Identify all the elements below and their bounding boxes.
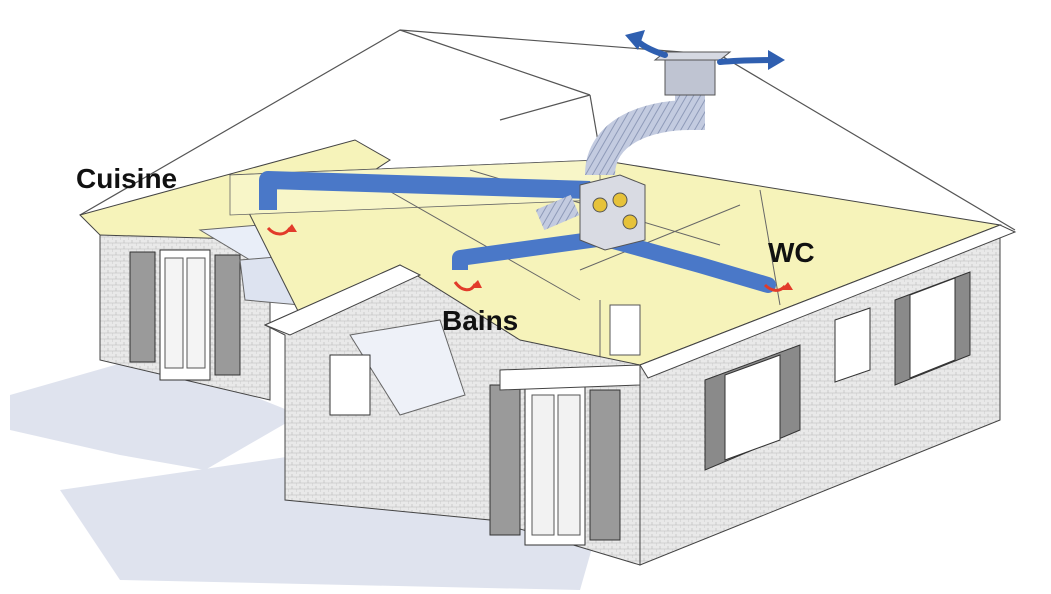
exhaust-arrows	[625, 30, 785, 70]
front-wing	[263, 264, 641, 566]
label-wc: WC	[768, 237, 815, 268]
right-wing	[639, 224, 1017, 566]
extract-arrows	[266, 224, 793, 292]
vmc-unit	[579, 174, 646, 251]
window-2	[834, 307, 871, 383]
window-1	[704, 344, 801, 471]
roof-exhaust	[653, 51, 732, 96]
left-wing	[79, 139, 391, 401]
window-3	[894, 271, 971, 386]
label-bains: Bains	[442, 305, 518, 336]
label-cuisine: Cuisine	[76, 163, 177, 194]
ground-shadow	[10, 355, 600, 590]
duct-network	[259, 95, 776, 293]
